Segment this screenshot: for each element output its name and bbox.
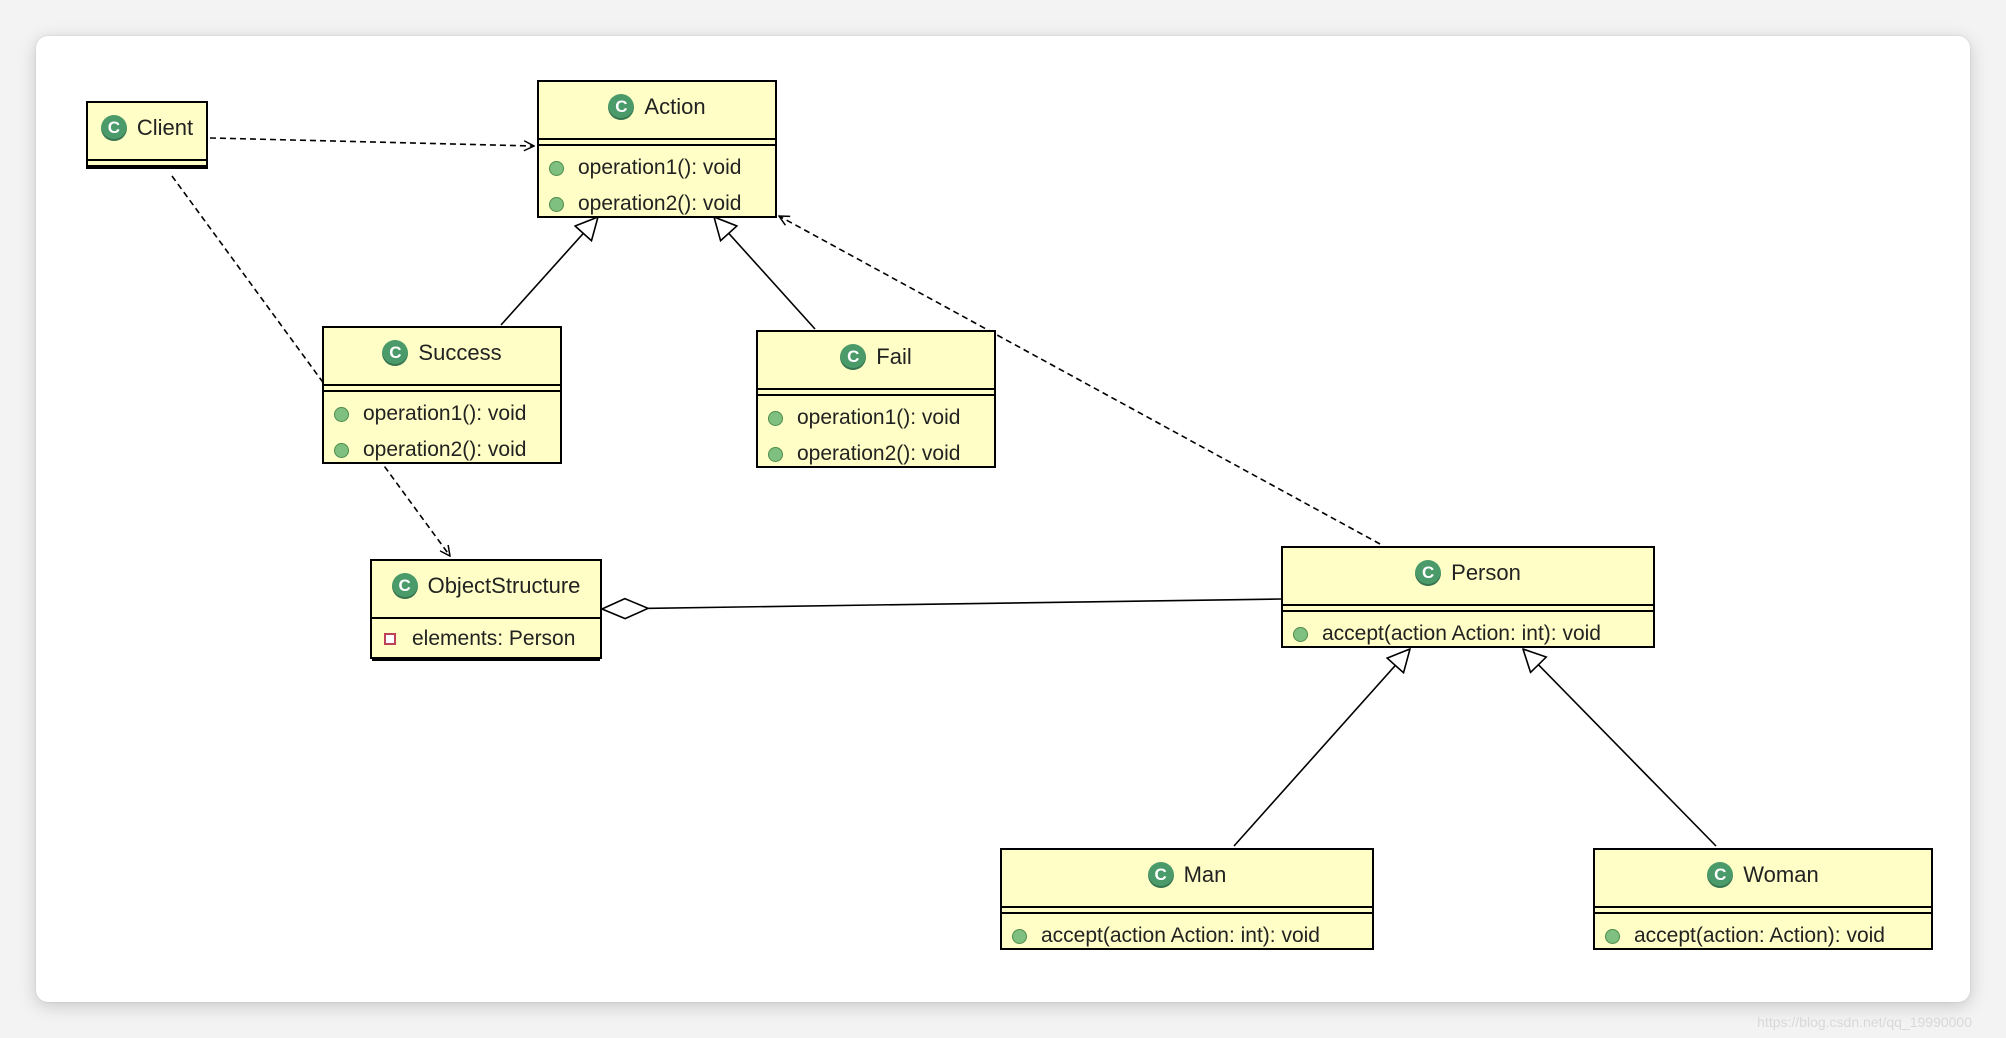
operation-row[interactable]: operation1(): void [539,150,775,186]
operations-list: operation1(): void operation2(): void [758,396,994,474]
class-separator [758,394,994,396]
class-c-icon: C [608,94,635,120]
class-name-woman: Woman [1743,862,1819,887]
operations-list: operation1(): void operation2(): void [539,146,775,224]
public-member-icon [549,196,564,212]
class-box-objectstructure[interactable]: C ObjectStructure elements: Person [370,559,602,661]
operation-text: operation2(): void [797,442,961,465]
operation-text: operation1(): void [363,402,527,425]
class-name-man: Man [1183,862,1227,887]
operation-text: accept(action Action: int): void [1322,622,1601,645]
operation-text: operation1(): void [578,156,742,179]
operation-row[interactable]: operation2(): void [539,186,775,222]
operation-text: accept(action Action: int): void [1041,924,1320,947]
class-c-icon: C [1707,862,1734,888]
class-separator [324,390,560,392]
attribute-text: elements: Person [412,627,576,650]
generalization-success-to-action[interactable] [500,217,598,326]
private-member-icon [384,633,396,645]
class-header: C Man [1002,850,1372,900]
class-name-success: Success [418,340,502,365]
class-separator [1002,906,1372,908]
operation-text: operation2(): void [578,192,742,215]
class-separator [372,659,600,661]
class-separator [88,159,206,161]
operation-row[interactable]: operation2(): void [324,432,560,468]
class-header: C ObjectStructure [372,561,600,611]
class-box-client[interactable]: C Client [86,101,208,169]
public-member-icon [1293,626,1308,642]
generalization-man-to-person[interactable] [1233,649,1410,847]
class-name-objectstructure: ObjectStructure [427,573,581,598]
class-c-icon: C [840,344,867,370]
class-c-icon: C [391,573,418,599]
operation-row[interactable]: operation1(): void [324,396,560,432]
class-separator [539,144,775,146]
operation-row[interactable]: accept(action Action: int): void [1283,616,1653,652]
dependency-client-to-objectstructure[interactable] [171,175,450,556]
operation-text: operation1(): void [797,406,961,429]
class-header: C Action [539,82,775,132]
class-separator [372,617,600,619]
public-member-icon [549,160,564,176]
class-box-fail[interactable]: C Fail operation1(): void operation2(): … [756,330,996,468]
class-c-icon: C [382,340,409,366]
public-member-icon [768,446,783,462]
class-separator [1283,610,1653,612]
class-c-icon: C [100,115,127,141]
class-box-woman[interactable]: C Woman accept(action: Action): void [1593,848,1933,950]
dependency-client-to-action[interactable] [169,136,534,146]
class-separator [1283,604,1653,606]
operation-row[interactable]: accept(action Action: int): void [1002,918,1372,954]
class-box-action[interactable]: C Action operation1(): void operation2()… [537,80,777,218]
operation-text: accept(action: Action): void [1634,924,1885,947]
class-c-icon: C [1415,560,1442,586]
attribute-row[interactable]: elements: Person [372,621,600,657]
attributes-list: elements: Person [372,619,600,659]
class-header: C Client [88,103,206,153]
class-separator [88,165,206,167]
class-name-person: Person [1451,560,1521,585]
operation-row[interactable]: operation1(): void [758,400,994,436]
operations-list: operation1(): void operation2(): void [324,392,560,470]
class-name-fail: Fail [876,344,912,369]
class-separator [1002,912,1372,914]
class-separator [1595,906,1931,908]
class-name-action: Action [644,94,706,119]
public-member-icon [1605,928,1620,944]
operations-list: accept(action Action: int): void [1283,612,1653,654]
watermark-text: https://blog.csdn.net/qq_19990000 [1757,1014,1972,1030]
class-box-success[interactable]: C Success operation1(): void operation2(… [322,326,562,464]
class-c-icon: C [1147,862,1174,888]
aggregation-objectstructure-to-person[interactable] [602,599,1282,609]
operations-list: accept(action: Action): void [1595,914,1931,956]
class-separator [758,388,994,390]
class-box-person[interactable]: C Person accept(action Action: int): voi… [1281,546,1655,648]
public-member-icon [334,442,349,458]
class-separator [324,384,560,386]
public-member-icon [1012,928,1027,944]
operation-text: operation2(): void [363,438,527,461]
dependency-person-to-action[interactable] [779,216,1381,545]
class-name-client: Client [136,115,194,140]
class-box-man[interactable]: C Man accept(action Action: int): void [1000,848,1374,950]
class-separator [539,138,775,140]
class-header: C Woman [1595,850,1931,900]
operations-list: accept(action Action: int): void [1002,914,1372,956]
class-header: C Success [324,328,560,378]
generalization-fail-to-action[interactable] [714,217,816,330]
diagram-canvas: C Client C Action operation1(): void ope… [36,36,1970,1002]
public-member-icon [334,406,349,422]
operation-row[interactable]: accept(action: Action): void [1595,918,1931,954]
class-header: C Fail [758,332,994,382]
class-header: C Person [1283,548,1653,598]
public-member-icon [768,410,783,426]
operation-row[interactable]: operation2(): void [758,436,994,472]
relationship-layer [169,136,1717,847]
generalization-woman-to-person[interactable] [1523,649,1717,847]
class-separator [1595,912,1931,914]
